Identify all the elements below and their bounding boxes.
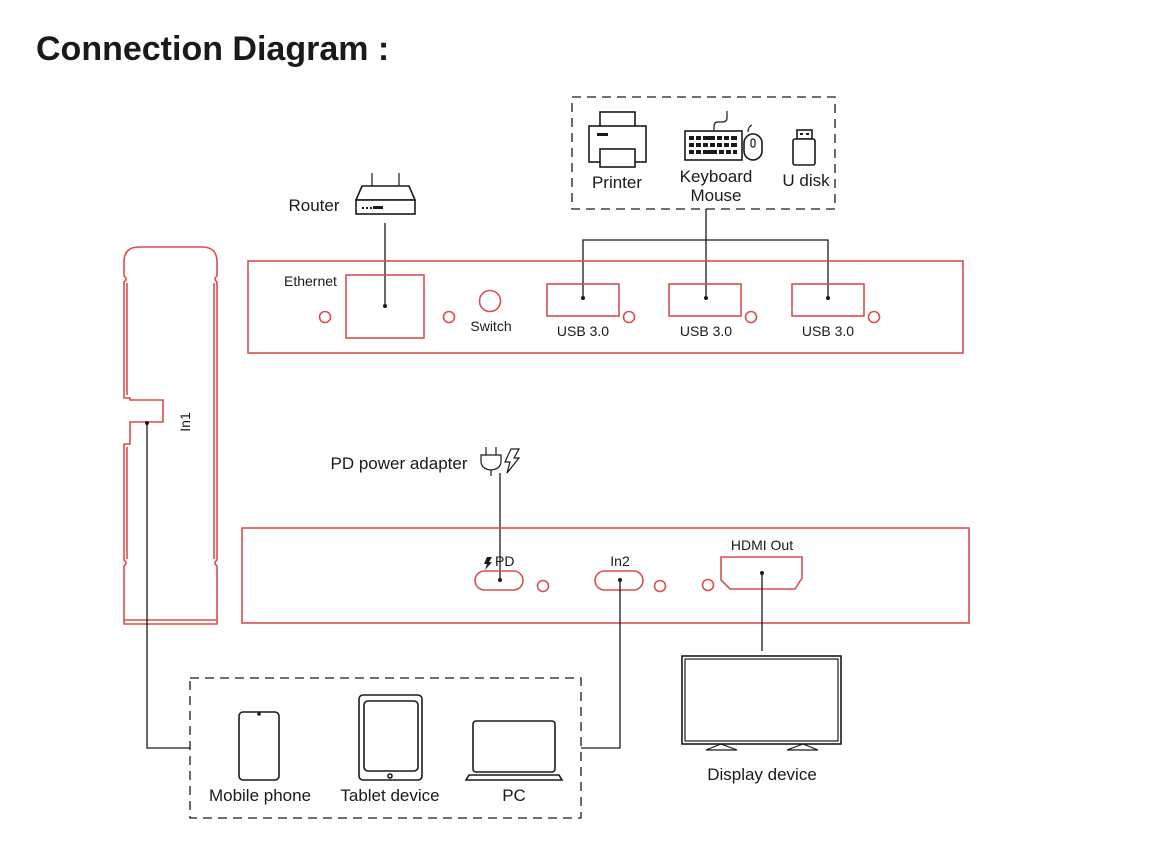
in2-port[interactable]: [594, 570, 644, 591]
in2-label: In2: [610, 553, 630, 569]
usb-port-1[interactable]: [546, 283, 620, 317]
printer-label: Printer: [592, 173, 642, 192]
in1-label: In1: [177, 412, 193, 432]
usb-port-2-label: USB 3.0: [680, 323, 732, 339]
tablet-label: Tablet device: [340, 786, 439, 805]
indicator-led: [622, 310, 636, 324]
router-label: Router: [288, 196, 339, 215]
laptop-icon: [464, 720, 564, 781]
pc-label: PC: [502, 786, 526, 805]
mouse-label: Mouse: [690, 186, 741, 205]
page-title: Connection Diagram :: [36, 30, 390, 68]
power-switch[interactable]: [478, 289, 502, 313]
pd-label: PD: [495, 553, 514, 569]
printer-icon: [588, 111, 647, 168]
usb-port-3[interactable]: [791, 283, 865, 317]
indicator-led: [867, 310, 881, 324]
usb-port-3-label: USB 3.0: [802, 323, 854, 339]
hdmi-out-port[interactable]: [720, 556, 803, 590]
switch-label: Switch: [470, 318, 511, 334]
peripherals-group-border: [571, 96, 836, 210]
usb-port-1-label: USB 3.0: [557, 323, 609, 339]
display-label: Display device: [707, 765, 817, 784]
indicator-led: [653, 579, 667, 593]
mobile-phone-label: Mobile phone: [209, 786, 311, 805]
pd-port[interactable]: [474, 570, 524, 591]
indicator-led: [536, 579, 550, 593]
tablet-icon: [358, 694, 423, 781]
usb-bus-wire: [582, 239, 829, 298]
power-plug-icon: [480, 447, 521, 476]
keyboard-mouse-icon: [684, 111, 763, 161]
indicator-led: [318, 310, 332, 324]
monitor-icon: [681, 655, 842, 751]
in2-wire: [581, 580, 621, 749]
hdmi-label: HDMI Out: [731, 537, 793, 553]
side-panel: [123, 246, 218, 625]
bottom-panel: [241, 527, 970, 624]
router-icon: [354, 173, 417, 215]
usb-port-2[interactable]: [668, 283, 742, 317]
ethernet-port[interactable]: [345, 274, 425, 339]
keyboard-label: Keyboard: [680, 167, 753, 186]
mobile-phone-icon: [238, 711, 280, 781]
indicator-led: [442, 310, 456, 324]
indicator-led: [701, 578, 715, 592]
usb-disk-icon: [792, 129, 816, 166]
lightning-icon: [484, 557, 492, 570]
indicator-led: [744, 310, 758, 324]
usb-disk-label: U disk: [782, 171, 830, 190]
ethernet-label: Ethernet: [284, 273, 337, 289]
pd-adapter-label: PD power adapter: [330, 454, 467, 473]
top-panel: [247, 260, 964, 354]
in1-wire: [146, 423, 190, 749]
source-group-border: [189, 677, 582, 819]
